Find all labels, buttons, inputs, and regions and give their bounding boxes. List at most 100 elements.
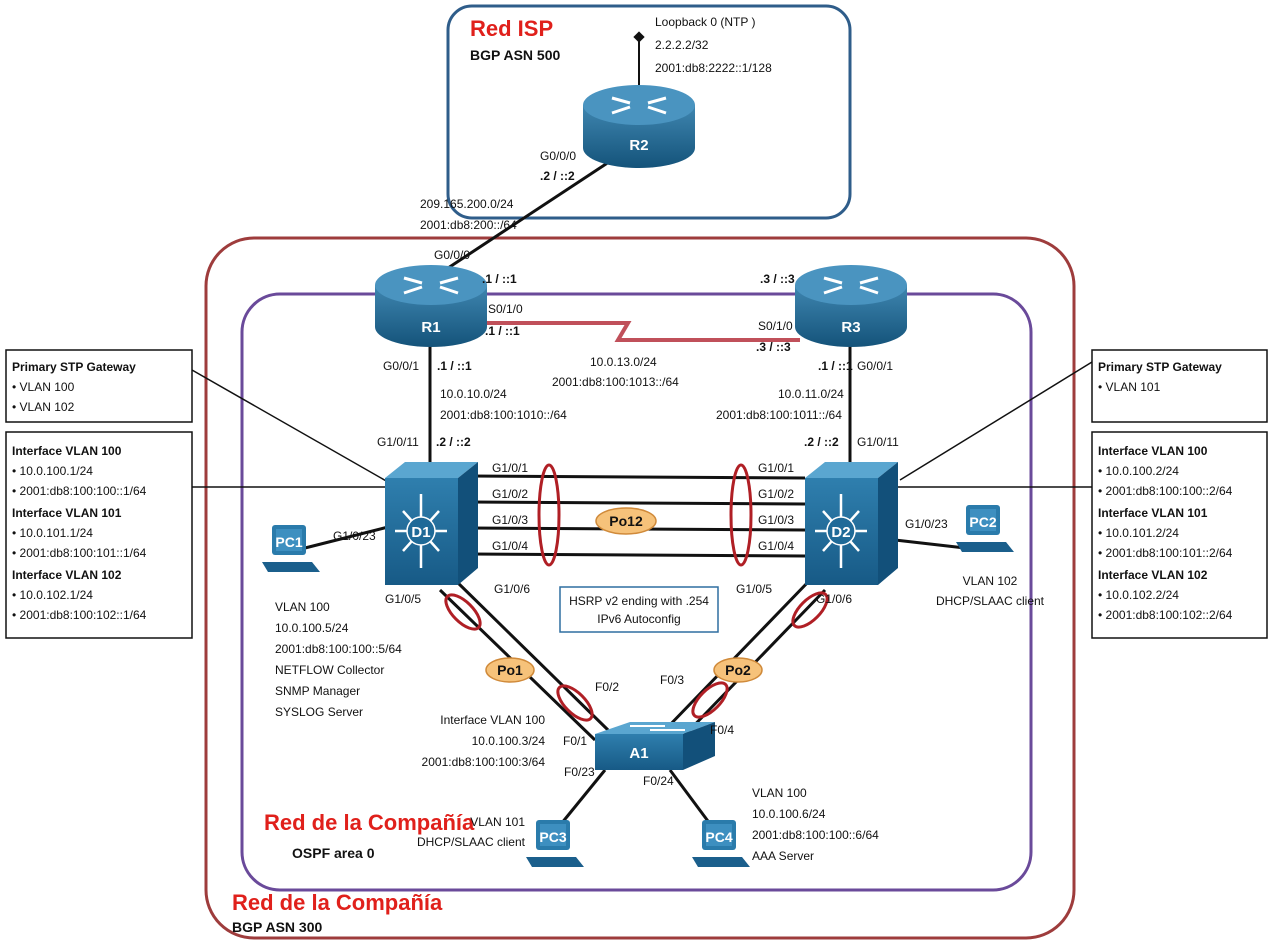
isp-region-box [446,4,852,220]
pc2-info-1: DHCP/SLAAC client [936,594,1045,608]
pc1[interactable]: PC1 [262,525,320,572]
svg-text:• VLAN 101: • VLAN 101 [1098,380,1161,394]
left-stp-item-1: VLAN 102 [20,400,75,414]
isp-subtitle: BGP ASN 500 [470,47,560,63]
a1-f02-label: F0/2 [595,680,619,694]
pc4-label: PC4 [705,829,732,845]
pc3[interactable]: PC3 [526,820,584,867]
svg-text:• 2001:db8:100:101::1/64: • 2001:db8:100:101::1/64 [12,546,147,560]
serial-net-v4: 10.0.13.0/24 [590,355,657,369]
left-stp-item-0: VLAN 100 [20,380,75,394]
pc2-label: PC2 [969,514,996,530]
pc4-info-0: VLAN 100 [752,786,807,800]
left-svi-0-title: Interface VLAN 100 [12,444,122,458]
router-r1[interactable]: R1 [375,265,487,347]
serial-net-v6: 2001:db8:100:1013::/64 [552,375,679,389]
pc2[interactable]: PC2 [956,505,1014,552]
r3-label: R3 [841,319,860,336]
r1-s010-addr: .1 / ::1 [485,324,520,338]
company-outer-region-box [204,236,1076,940]
po12-badge: Po12 [595,507,657,535]
r1-label: R1 [421,319,440,336]
r3d2-net-v4: 10.0.11.0/24 [778,387,844,401]
r1-g001-label: G0/0/1 [383,359,419,373]
d2-g1023-label: G1/0/23 [905,517,948,531]
pc3-label: PC3 [539,829,566,845]
r3-top-addr: .3 / ::3 [760,272,795,286]
isp-net-v6: 2001:db8:200::/64 [420,218,517,232]
left-svi-2-title: Interface VLAN 102 [12,568,122,582]
svg-text:• 10.0.101.2/24: • 10.0.101.2/24 [1098,526,1179,540]
link-d1-a1-a [453,578,610,732]
right-svi-2-v4: 10.0.102.2/24 [1106,588,1180,602]
svg-text:• 10.0.100.2/24: • 10.0.100.2/24 [1098,464,1179,478]
pc1-info-2: 2001:db8:100:100::5/64 [275,642,402,656]
r1d1-net-v6: 2001:db8:100:1010::/64 [440,408,567,422]
a1-f04-label: F0/4 [710,723,734,737]
company-inner-title: Red de la Compañía [264,810,475,835]
a1-label: A1 [629,745,648,762]
po12-label: Po12 [609,513,643,529]
loopback-ipv6: 2001:db8:2222::1/128 [655,61,772,75]
callout-line-right-stp [899,361,1093,481]
right-svi-2-title: Interface VLAN 102 [1098,568,1208,582]
router-r2[interactable]: R2 [583,85,695,168]
loopback-ipv4: 2.2.2.2/32 [655,38,709,52]
left-stp-box: Primary STP Gateway • VLAN 100 • VLAN 10… [5,349,193,423]
d1-g106-label: G1/0/6 [494,582,530,596]
pc4-info-2: 2001:db8:100:100::6/64 [752,828,879,842]
po2-ring-a1 [691,681,729,719]
switch-a1[interactable]: A1 [595,722,715,770]
left-svi-0-v4: 10.0.100.1/24 [20,464,94,478]
r2-addr-label: .2 / ::2 [540,169,575,183]
r1-g000-addr: .1 / ::1 [482,272,517,286]
d1-g1023-label: G1/0/23 [333,529,376,543]
d1-p3-label: G1/0/3 [492,513,528,527]
left-svi-1-v6: 2001:db8:100:101::1/64 [20,546,147,560]
link-d2-pc2 [894,538,966,550]
d2-p2-label: G1/0/2 [758,487,794,501]
a1-info-0: Interface VLAN 100 [440,713,545,727]
r1d1-net-v4: 10.0.10.0/24 [440,387,507,401]
d2-g106-label: G1/0/6 [816,592,852,606]
svg-text:• 2001:db8:100:102::2/64: • 2001:db8:100:102::2/64 [1098,608,1233,622]
po12-ring-d1 [537,463,561,567]
po1-label: Po1 [497,662,523,678]
r3-g001-addr: .1 / ::1 [818,359,853,373]
switch-d1[interactable]: D1 [385,462,478,585]
router-r3[interactable]: R3 [795,265,907,347]
switch-d2[interactable]: D2 [805,462,898,585]
d2-p4-label: G1/0/4 [758,539,794,553]
link-r2-r1 [444,158,613,272]
r3-g001-label: G0/0/1 [857,359,893,373]
po2-badge: Po2 [713,657,763,683]
svg-text:• 10.0.100.1/24: • 10.0.100.1/24 [12,464,93,478]
r3-s010-addr: .3 / ::3 [756,340,791,354]
link-d1-pc1 [304,525,389,550]
a1-info-2: 2001:db8:100:100:3/64 [422,755,546,769]
r1-s010-label: S0/1/0 [488,302,523,316]
a1-f03-label: F0/3 [660,673,684,687]
d1-p1-label: G1/0/1 [492,461,528,475]
left-svi-box: Interface VLAN 100 • 10.0.100.1/24 • 200… [5,431,193,639]
pc1-label: PC1 [275,534,302,550]
right-svi-0-title: Interface VLAN 100 [1098,444,1208,458]
svg-text:• 10.0.102.1/24: • 10.0.102.1/24 [12,588,93,602]
hsrp-line2: IPv6 Autoconfig [597,612,680,626]
r1-g000-label: G0/0/0 [434,248,470,262]
svg-text:• VLAN 100: • VLAN 100 [12,380,75,394]
d1-g1011-label: G1/0/11 [377,435,419,449]
pc3-info-0: VLAN 101 [470,815,525,829]
po2-label: Po2 [725,662,751,678]
link-d2-a1-a [663,578,812,732]
pc4[interactable]: PC4 [692,820,750,867]
pc1-info-3: NETFLOW Collector [275,663,384,677]
pc4-info-1: 10.0.100.6/24 [752,807,826,821]
r2-if-label: G0/0/0 [540,149,576,163]
svg-text:• 10.0.102.2/24: • 10.0.102.2/24 [1098,588,1179,602]
left-svi-2-v6: 2001:db8:100:102::1/64 [20,608,147,622]
company-outer-title: Red de la Compañía [232,890,443,915]
pc1-info-4: SNMP Manager [275,684,360,698]
left-stp-title: Primary STP Gateway [12,360,136,374]
